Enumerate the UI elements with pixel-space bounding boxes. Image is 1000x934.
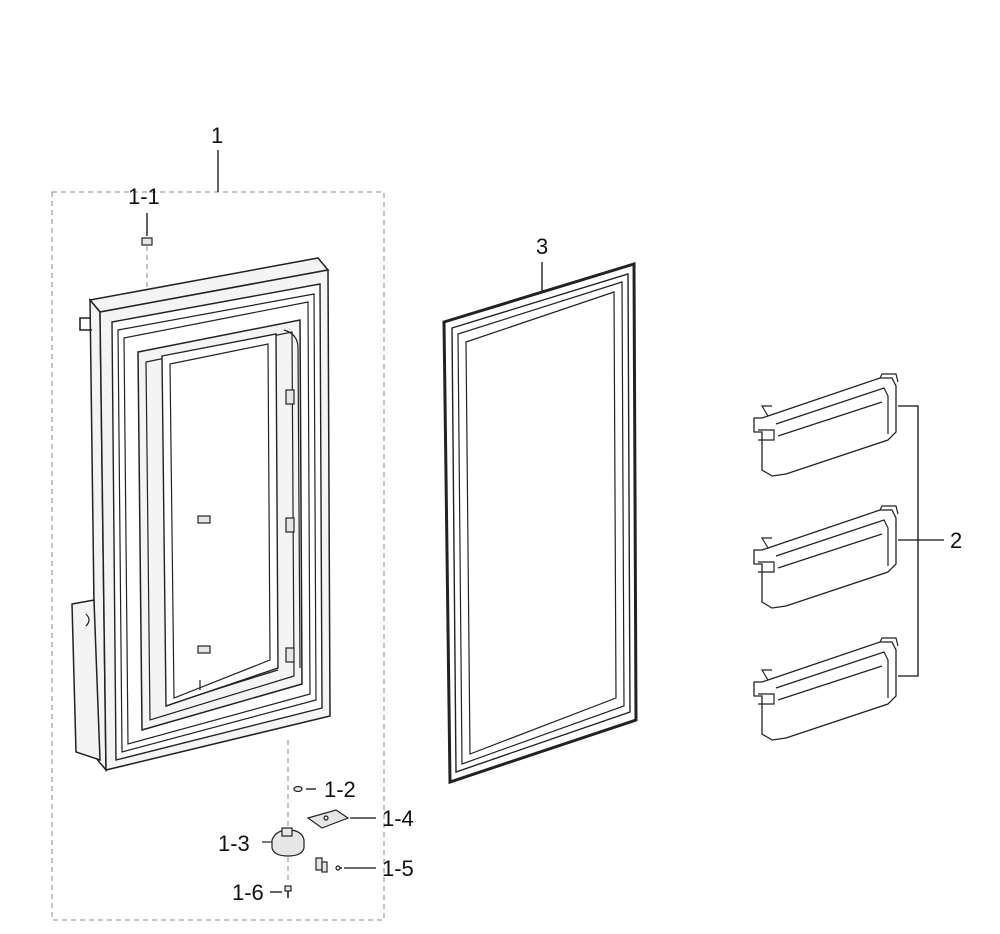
callout-3: 3 bbox=[536, 234, 548, 259]
door-bin-middle bbox=[753, 505, 899, 609]
part-1-4-hinge-plate bbox=[306, 809, 350, 829]
callout-1: 1 bbox=[211, 123, 223, 148]
door-bin-top bbox=[753, 373, 899, 477]
part-1-6-pin bbox=[284, 885, 292, 898]
callout-1-2: 1-2 bbox=[324, 777, 356, 802]
callout-2: 2 bbox=[950, 528, 962, 553]
callout-1-3: 1-3 bbox=[218, 831, 250, 856]
gasket-part-3: 3 bbox=[442, 234, 638, 785]
callout-1-1: 1-1 bbox=[128, 184, 160, 209]
door-assembly-group: 1 1-1 bbox=[51, 123, 414, 921]
callout-1-4: 1-4 bbox=[382, 806, 414, 831]
part-1-5-screws bbox=[315, 857, 342, 873]
part-1-1-cap bbox=[141, 237, 153, 246]
callout-1-5: 1-5 bbox=[382, 856, 414, 881]
part-1-3-hinge-block bbox=[262, 827, 305, 857]
bin-bracket-line bbox=[898, 405, 919, 677]
door-bins-part-2: 2 bbox=[753, 373, 962, 741]
door-body bbox=[71, 257, 331, 773]
part-1-2-washer bbox=[293, 785, 303, 793]
callout-1-6: 1-6 bbox=[232, 880, 264, 905]
door-bin-bottom bbox=[753, 637, 899, 741]
